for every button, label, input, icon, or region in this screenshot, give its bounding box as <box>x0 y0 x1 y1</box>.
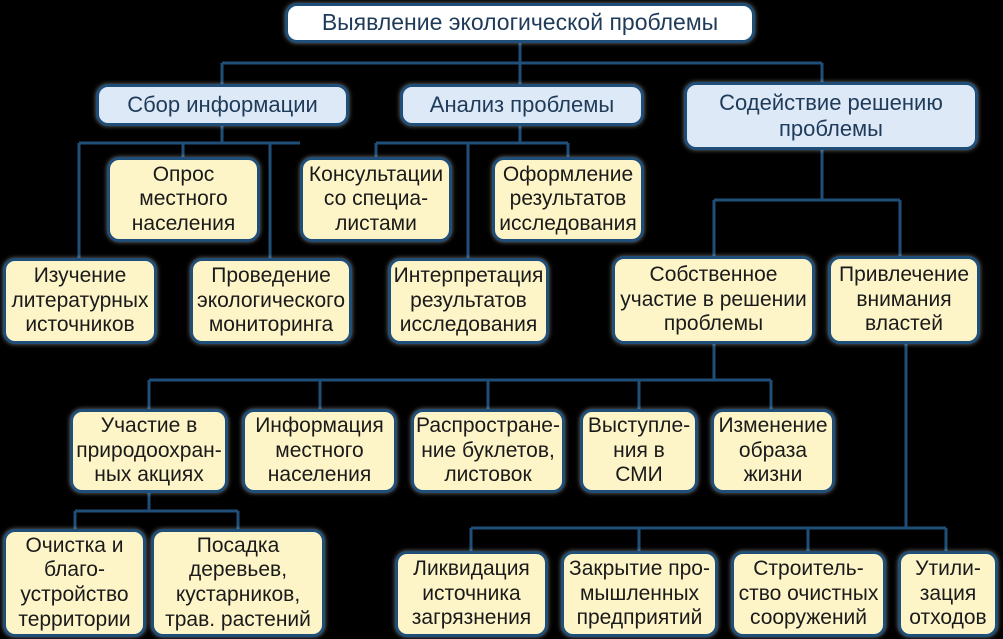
node-pollution-elimination: Ликвидация источника загрязнения <box>395 551 548 637</box>
node-treatment-construction: Строитель- ство очистных сооружений <box>731 551 886 637</box>
node-attract-authorities: Привлечение внимания властей <box>828 256 980 344</box>
node-media-appearances: Выступле- ния в СМИ <box>580 409 698 493</box>
node-planting: Посадка деревьев, кустарников, трав. рас… <box>151 529 325 637</box>
node-results-interpretation: Интерпретация результатов исследования <box>388 258 549 344</box>
node-industry-closing: Закрытие про- мышленных предприятий <box>561 551 718 637</box>
node-assist-solution: Содействие решению проблемы <box>684 82 978 150</box>
node-expert-consultation: Консультации со специа- листами <box>300 157 452 242</box>
node-problem-analysis: Анализ проблемы <box>400 84 644 126</box>
node-own-participation: Собственное участие в решении проблемы <box>612 256 815 344</box>
node-inform-population: Информация местного населения <box>242 409 397 493</box>
node-collect-information: Сбор информации <box>96 84 349 126</box>
node-eco-monitoring: Проведение экологического мониторинга <box>190 258 352 344</box>
node-eco-actions: Участие в природоохран- ных акциях <box>70 409 228 493</box>
node-lifestyle-change: Изменение образа жизни <box>711 409 835 493</box>
node-waste-recycling: Утили- зация отходов <box>898 551 998 637</box>
node-results-design: Оформление результатов исследования <box>492 157 644 242</box>
node-booklets: Распростране- ние буклетов, листовок <box>411 409 565 493</box>
node-territory-cleaning: Очистка и благо- устройство территории <box>3 529 146 637</box>
node-local-survey: Опрос местного населения <box>107 157 260 242</box>
node-literature-study: Изучение литературных источников <box>3 258 157 344</box>
node-root: Выявление экологической проблемы <box>285 3 755 43</box>
